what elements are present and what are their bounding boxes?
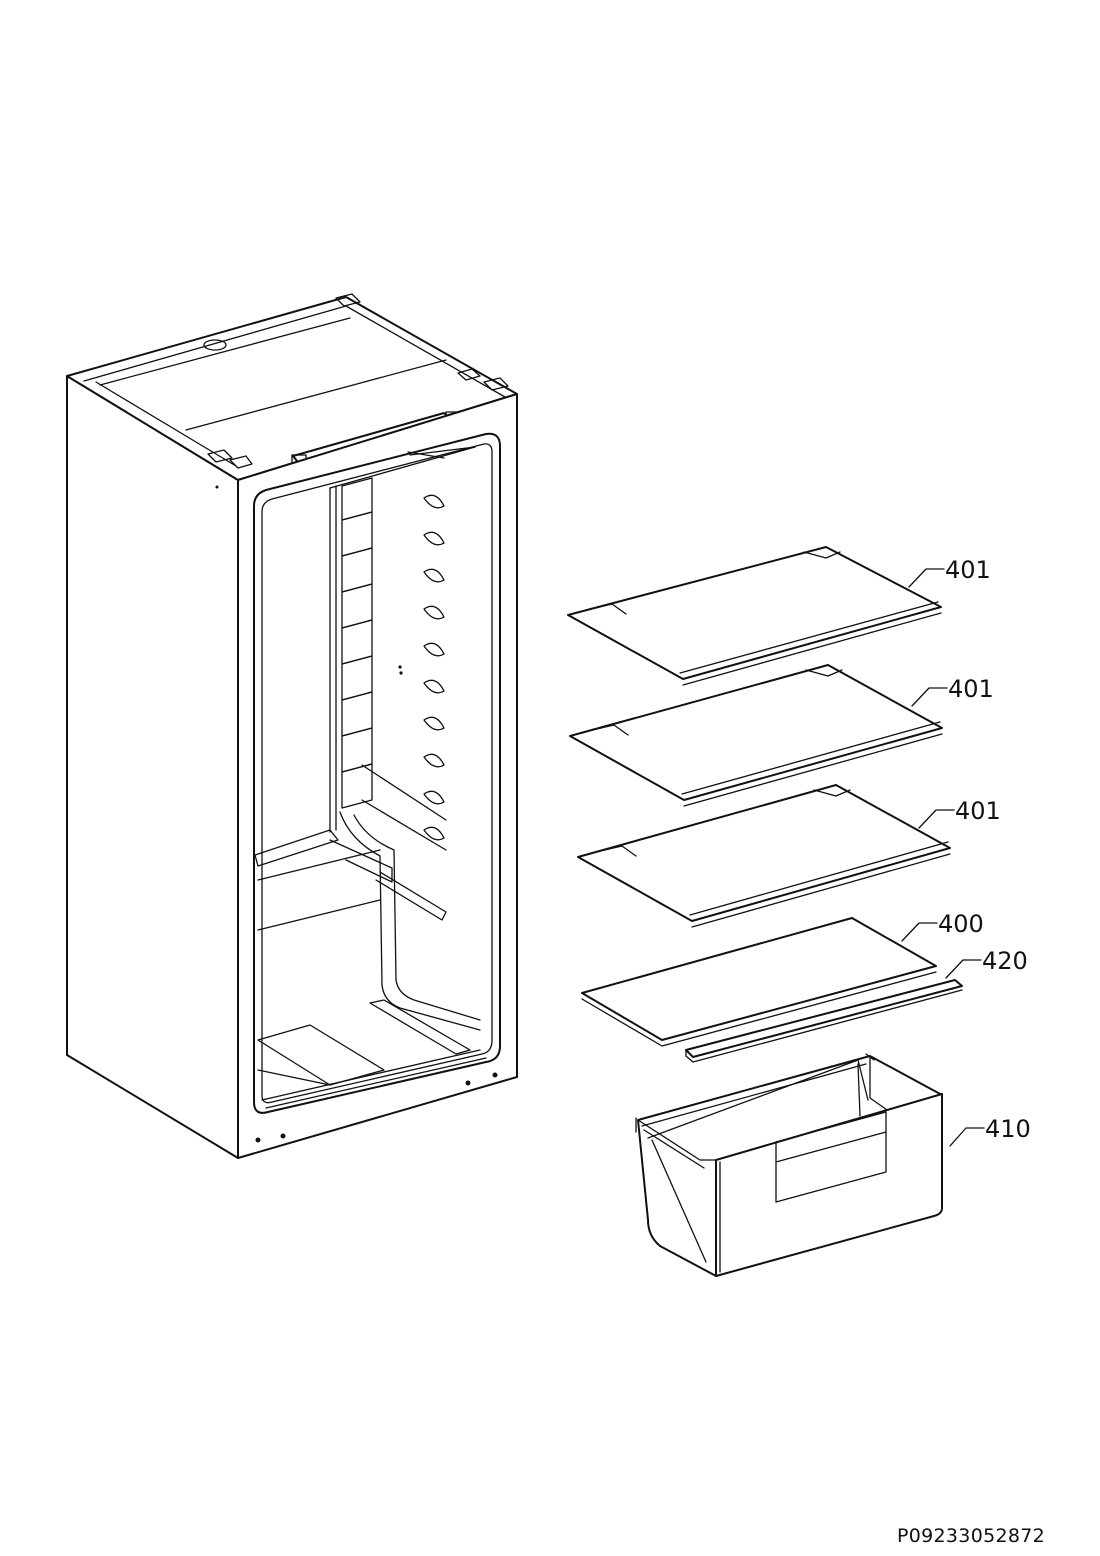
callout-label-shelf-3: 401 [955,797,1001,825]
glass-shelf-2 [569,664,943,807]
callout-label-crisper-cover: 400 [938,910,984,938]
shelf-clips [398,494,445,841]
cover-front-trim [685,979,963,1063]
callout-label-crisper-drawer: 410 [985,1115,1031,1143]
glass-shelf-1 [567,546,942,686]
crisper-drawer [635,1053,943,1277]
shelf-support-rack [341,477,373,809]
callout-label-shelf-1: 401 [945,556,991,584]
glass-shelf-3 [577,784,951,928]
crisper-cover-plate [581,917,937,1047]
document-number: P09233052872 [897,1525,1046,1547]
callout-label-shelf-2: 401 [948,675,994,703]
refrigerator-cabinet [66,293,518,1159]
callout-label-cover-trim: 420 [982,947,1028,975]
callout-leaders [901,568,985,1147]
